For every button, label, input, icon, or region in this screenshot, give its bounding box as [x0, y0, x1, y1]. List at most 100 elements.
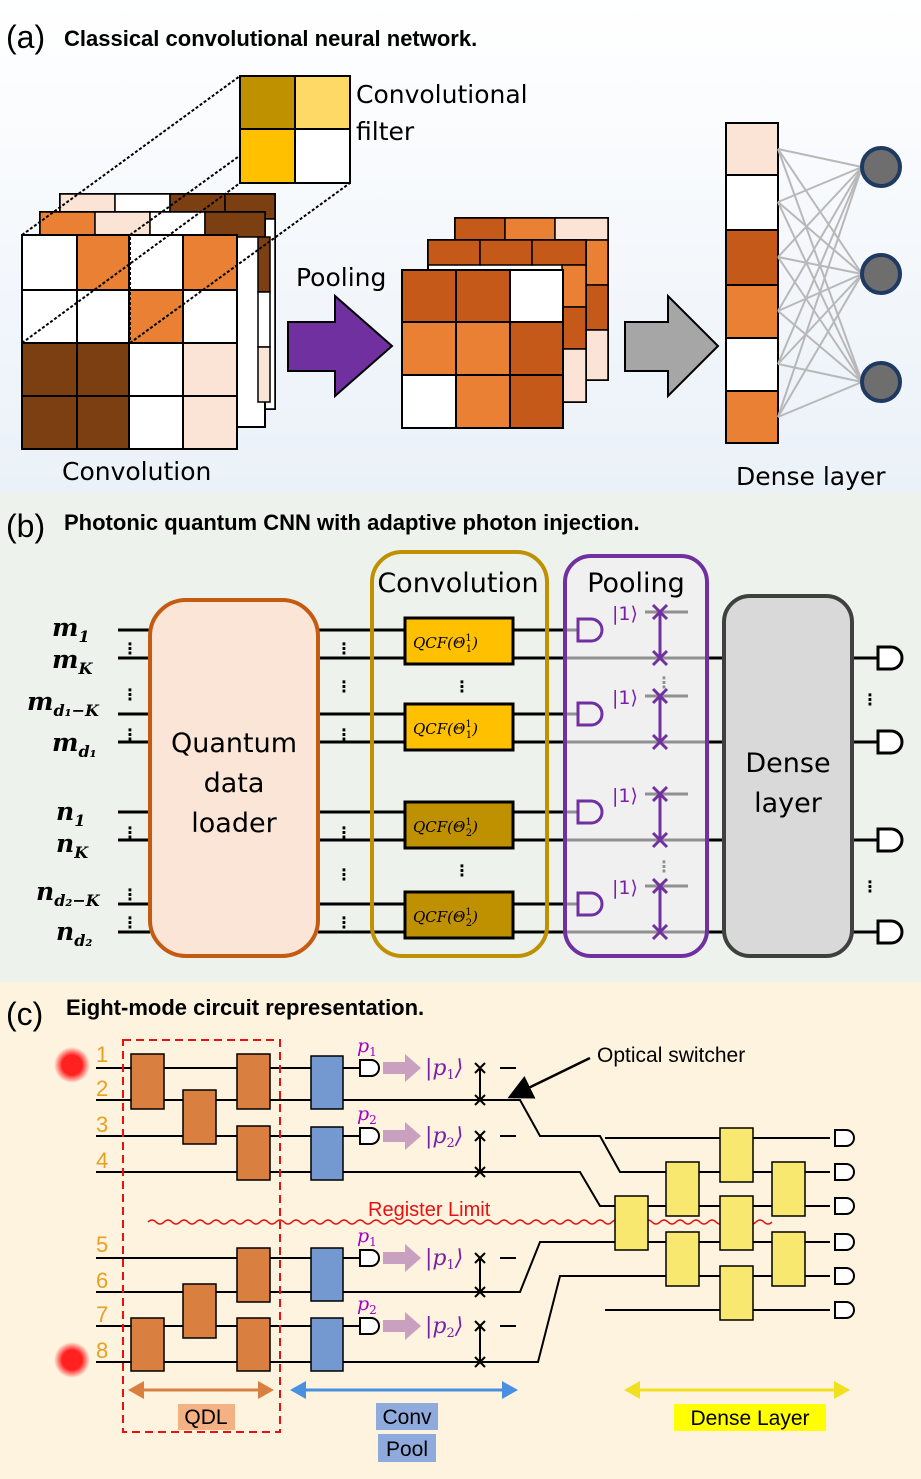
- herald-label-4: p2: [357, 1293, 377, 1317]
- panel-a: (a) Classical convolutional neural netwo…: [0, 0, 921, 492]
- mode-number-6: 6: [96, 1268, 108, 1293]
- dense-gate-d: [719, 1127, 754, 1183]
- injection-arrows: [383, 1054, 421, 1340]
- output-detector-3: [876, 827, 904, 853]
- pool-switches: [651, 603, 669, 941]
- injection-arrow-3: [383, 1244, 421, 1272]
- conv-gates: [310, 1055, 344, 1372]
- injection-arrow-1: [383, 1054, 421, 1082]
- dense-label-bg: [674, 1404, 826, 1431]
- convolution-input-stack: [21, 193, 276, 450]
- conv-label-bg: [376, 1403, 438, 1430]
- input-label-mK: mK: [52, 645, 93, 678]
- panel-a-title: Classical convolutional neural network.: [64, 26, 477, 51]
- output-detector-2: [876, 729, 904, 755]
- svg-text:QCF(Θ12): QCF(Θ12): [413, 817, 478, 839]
- svg-text:⋮: ⋮: [122, 823, 138, 842]
- ket-one-4: |1⟩: [612, 877, 638, 899]
- photon-source-mode-1: [54, 1047, 90, 1083]
- register-limit-label: Register Limit: [368, 1199, 491, 1221]
- panel-b-title: Photonic quantum CNN with adaptive photo…: [64, 510, 640, 535]
- qdl-gates: [130, 1053, 271, 1372]
- input-label-md1: md₁: [52, 728, 97, 761]
- input-label-nd2: nd₂: [56, 917, 92, 950]
- flatten-arrow: [624, 293, 720, 399]
- mode-number-8: 8: [96, 1338, 108, 1363]
- dense-layer-line-2: layer: [754, 788, 823, 819]
- panel-a-label: (a): [6, 19, 45, 55]
- output-neuron-2: [860, 253, 902, 295]
- conv-gate-1-2: [310, 1055, 344, 1110]
- svg-text:⋮: ⋮: [122, 913, 138, 932]
- mode-number-2: 2: [96, 1076, 108, 1101]
- mode-number-7: 7: [96, 1302, 108, 1327]
- mode-number-3: 3: [96, 1112, 108, 1137]
- svg-text:⋮: ⋮: [862, 877, 878, 896]
- pool-label: Pool: [386, 1438, 428, 1461]
- pooled-front: [401, 269, 564, 429]
- pooling-label: Pooling: [296, 263, 386, 292]
- filter-label-line-1: Convolutional: [356, 80, 528, 109]
- svg-text:⋮: ⋮: [336, 913, 352, 932]
- dense-gate-g: [771, 1161, 806, 1217]
- pool-detector-3: [576, 799, 604, 825]
- final-detectors: [834, 1129, 855, 1319]
- mode-number-1: 1: [96, 1042, 108, 1067]
- qdl-gate-2-3: [182, 1089, 217, 1145]
- injected-ket-4: |p2⟩: [425, 1314, 463, 1341]
- svg-text:⋮: ⋮: [336, 639, 352, 658]
- quantum-data-loader: [148, 598, 320, 958]
- qdl-dashed-boundary: [122, 1039, 281, 1433]
- pooling-region: [563, 554, 709, 958]
- panel-c-title: Eight-mode circuit representation.: [66, 995, 424, 1020]
- injection-arrow-2: [383, 1122, 421, 1150]
- pool-detector-2: [576, 701, 604, 727]
- dense-gate-f: [719, 1265, 754, 1321]
- photon-source-mode-8: [54, 1342, 90, 1378]
- qdl-gate-3-4: [236, 1125, 271, 1181]
- herald-label-2: p2: [357, 1103, 377, 1127]
- dense-layer-line-1: Dense: [745, 748, 830, 779]
- convolution-label: Convolution: [62, 457, 211, 486]
- optical-switcher-label: Optical switcher: [597, 1044, 745, 1067]
- pooling-region-title: Pooling: [587, 568, 685, 599]
- svg-text:⋮: ⋮: [336, 823, 352, 842]
- qdl-gate-6-7: [182, 1283, 217, 1339]
- conv-gate-7-8: [310, 1317, 344, 1372]
- conv-gate-3-4: [310, 1126, 344, 1181]
- dense-vector: [725, 122, 779, 444]
- mode-numbers: 1 2 3 4 5 6 7 8: [96, 1042, 108, 1363]
- convolution-region: [370, 550, 549, 958]
- input-label-md1-K: md₁−K: [27, 687, 100, 720]
- pooled-feature-stack: [401, 217, 609, 429]
- ket-one-1: |1⟩: [612, 603, 638, 625]
- dense-layer-label: Dense layer: [736, 462, 886, 491]
- loader-label-line-3: loader: [191, 808, 277, 839]
- herald-label-3: p1: [357, 1225, 377, 1249]
- filter-label-line-2: filter: [356, 117, 415, 146]
- svg-text:⋮: ⋮: [336, 865, 352, 884]
- dense-layer-box: [722, 594, 854, 958]
- svg-text:⋮: ⋮: [122, 885, 138, 904]
- output-detector-1: [876, 645, 904, 671]
- svg-text:⋮: ⋮: [122, 685, 138, 704]
- conv-label: Conv: [382, 1406, 432, 1429]
- panel-c: (c) Eight-mode circuit representation. 1…: [0, 982, 921, 1479]
- qdl-gate-7-8: [130, 1317, 165, 1372]
- pool-detectors: [576, 617, 604, 917]
- panel-b-label: (b): [6, 508, 45, 544]
- input-label-nd2-K: nd₂−K: [36, 877, 101, 910]
- output-neuron-3: [860, 361, 902, 403]
- qdl-label-bg: [178, 1404, 235, 1430]
- injected-ket-2: |p2⟩: [425, 1124, 463, 1151]
- injected-ket-3: |p1⟩: [425, 1246, 463, 1273]
- svg-text:QCF(Θ12): QCF(Θ12): [413, 907, 478, 929]
- svg-text:⋮: ⋮: [122, 639, 138, 658]
- svg-text:QCF(Θ11): QCF(Θ11): [413, 633, 478, 655]
- dense-gate-b: [665, 1161, 700, 1217]
- injected-ket-1: |p1⟩: [425, 1056, 463, 1083]
- mode-number-4: 4: [96, 1148, 108, 1173]
